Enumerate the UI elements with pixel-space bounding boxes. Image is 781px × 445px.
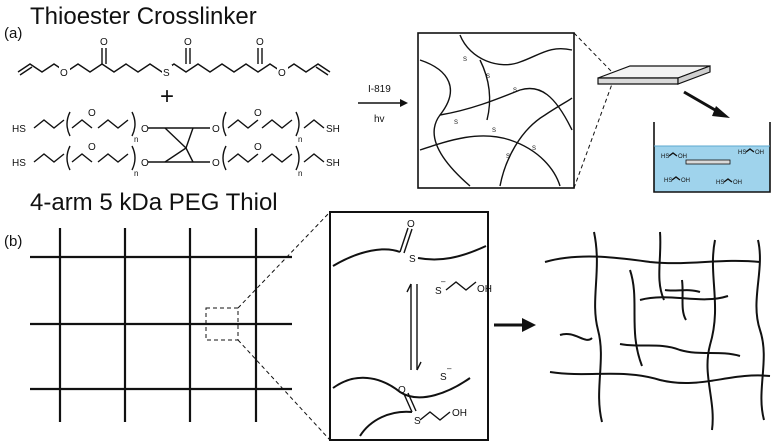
- network-thioester-label: S: [463, 57, 467, 63]
- ester-oxygen-left: O: [60, 68, 68, 79]
- peg-thiol-structure: [33, 111, 325, 171]
- upper-carbonyl-oxygen: O: [407, 219, 415, 230]
- peg-oxygen: O: [141, 158, 149, 169]
- ester-oxygen-right: O: [278, 68, 286, 79]
- hydrogel-slab: [597, 65, 711, 85]
- mechanism-box: [329, 211, 489, 441]
- lower-exchanged-chain: [332, 376, 471, 437]
- crosslinker-title: Thioester Crosslinker: [30, 3, 257, 30]
- carbonyl-oxygen-2: O: [184, 37, 192, 48]
- thioester-sulfur: S: [163, 68, 170, 79]
- network-thioester-label: S: [492, 128, 496, 134]
- solution-hydroxyl: OH: [681, 178, 690, 184]
- network-box: [417, 32, 575, 189]
- result-arrow: [494, 318, 536, 332]
- solution-hydroxyl: OH: [678, 154, 687, 160]
- solution-thiol: HS: [661, 154, 669, 160]
- repeat-subscript: n: [134, 135, 138, 144]
- rearranged-network: [544, 231, 771, 431]
- repeat-subscript: n: [298, 135, 302, 144]
- initiator-label: I-819: [368, 84, 391, 95]
- lower-hydroxyl: OH: [452, 408, 467, 419]
- solution-thiol: HS: [664, 178, 672, 184]
- zoom-region: [205, 307, 239, 341]
- plus-sign: +: [160, 83, 174, 110]
- peg-oxygen: O: [254, 108, 262, 119]
- network-thioester-label: S: [513, 88, 517, 94]
- thiol-top-right: SH: [326, 124, 340, 135]
- lower-carbonyl-oxygen: O: [398, 385, 406, 396]
- carbonyl-oxygen-3: O: [256, 37, 264, 48]
- solution-thiol: HS: [716, 180, 724, 186]
- panel-b-label: (b): [4, 233, 22, 250]
- upper-sulfur: S: [409, 254, 416, 265]
- panel-a-label: (a): [4, 25, 22, 42]
- upper-thioester-chain: [332, 227, 487, 267]
- peg-title: 4-arm 5 kDa PEG Thiol: [30, 189, 278, 216]
- thiol-molecules-in-solution: HS OH HS OH HS OH HS OH: [661, 148, 764, 186]
- immersion-arrow: [683, 90, 730, 118]
- light-label: hv: [374, 114, 385, 125]
- thiol-bottom-left: HS: [12, 158, 26, 169]
- thiolate-hydroxyl: OH: [477, 284, 492, 295]
- network-thioester-label: S: [486, 74, 490, 80]
- thioester-moieties: S S S S S S S: [454, 57, 536, 160]
- equilibrium-arrows: [406, 283, 422, 371]
- repeat-subscript: n: [298, 169, 302, 178]
- network-strands: [419, 34, 573, 187]
- peg-oxygen: O: [88, 108, 96, 119]
- carbonyl-oxygen-1: O: [100, 37, 108, 48]
- thiolate-charge: –: [441, 277, 446, 286]
- lower-thiolate-sulfur: S: [440, 372, 447, 383]
- solution-hydroxyl: OH: [755, 150, 764, 156]
- solution-hydroxyl: OH: [733, 180, 742, 186]
- lower-thiolate-charge: –: [447, 364, 452, 373]
- repeat-subscript: n: [134, 169, 138, 178]
- peg-oxygen: O: [254, 142, 262, 153]
- network-thioester-label: S: [506, 154, 510, 160]
- network-thioester-label: S: [454, 120, 458, 126]
- thiol-top-left: HS: [12, 124, 26, 135]
- peg-oxygen: O: [88, 142, 96, 153]
- lower-sulfur: S: [414, 416, 421, 427]
- network-thioester-label: S: [532, 146, 536, 152]
- reaction-arrow: [358, 99, 408, 107]
- solution-thiol: HS: [738, 150, 746, 156]
- thiolate-sulfur: S: [435, 286, 442, 297]
- thiol-bottom-right: SH: [326, 158, 340, 169]
- free-thiolate: [445, 281, 477, 291]
- peg-oxygen: O: [141, 124, 149, 135]
- peg-oxygen: O: [212, 158, 220, 169]
- ideal-network-grid: [30, 228, 292, 422]
- peg-oxygen: O: [212, 124, 220, 135]
